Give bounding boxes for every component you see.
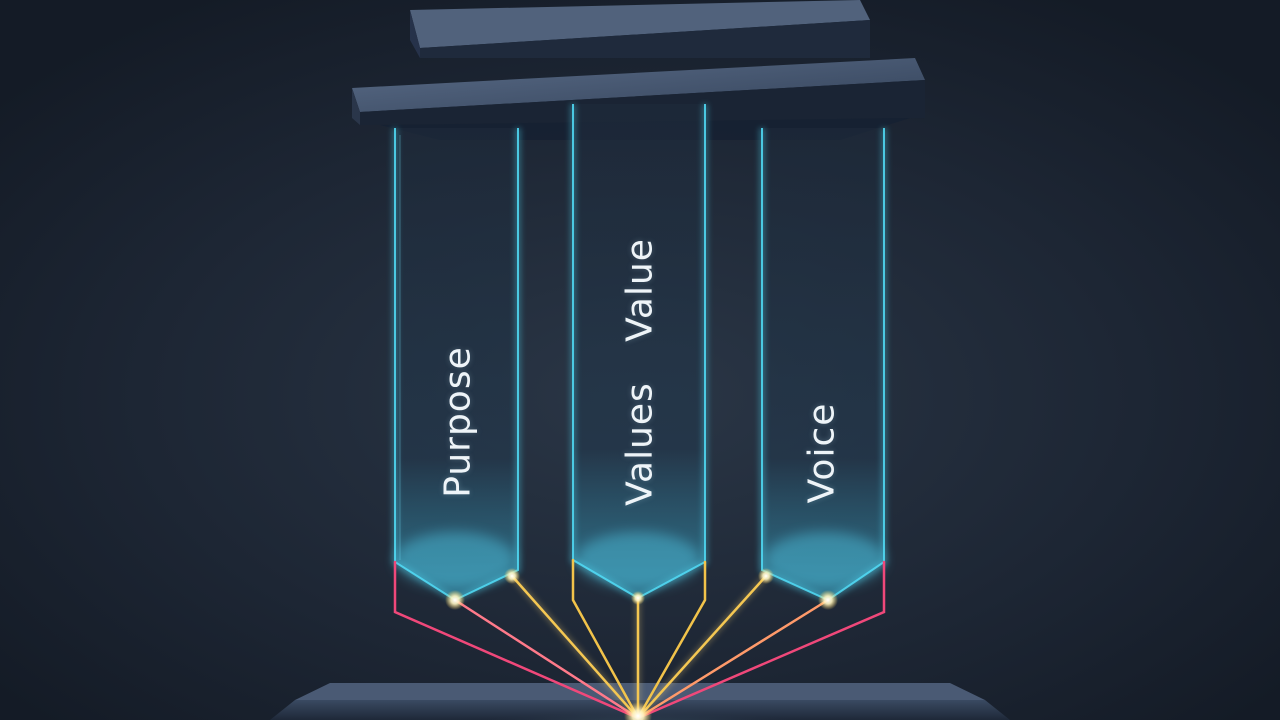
- pillar-label-value: Value: [619, 238, 661, 342]
- pillar-glows: [395, 532, 885, 588]
- pillar-values: [570, 104, 708, 602]
- pillar-label-values: Values: [619, 382, 661, 506]
- pillar-purpose: [392, 128, 521, 604]
- light-nodes: [445, 568, 838, 720]
- pillar-label-purpose: Purpose: [437, 346, 479, 498]
- pillar-voice: [759, 128, 887, 604]
- light-beams: [393, 558, 886, 720]
- pillar-label-voice: Voice: [801, 402, 843, 504]
- top-capital: [352, 0, 925, 140]
